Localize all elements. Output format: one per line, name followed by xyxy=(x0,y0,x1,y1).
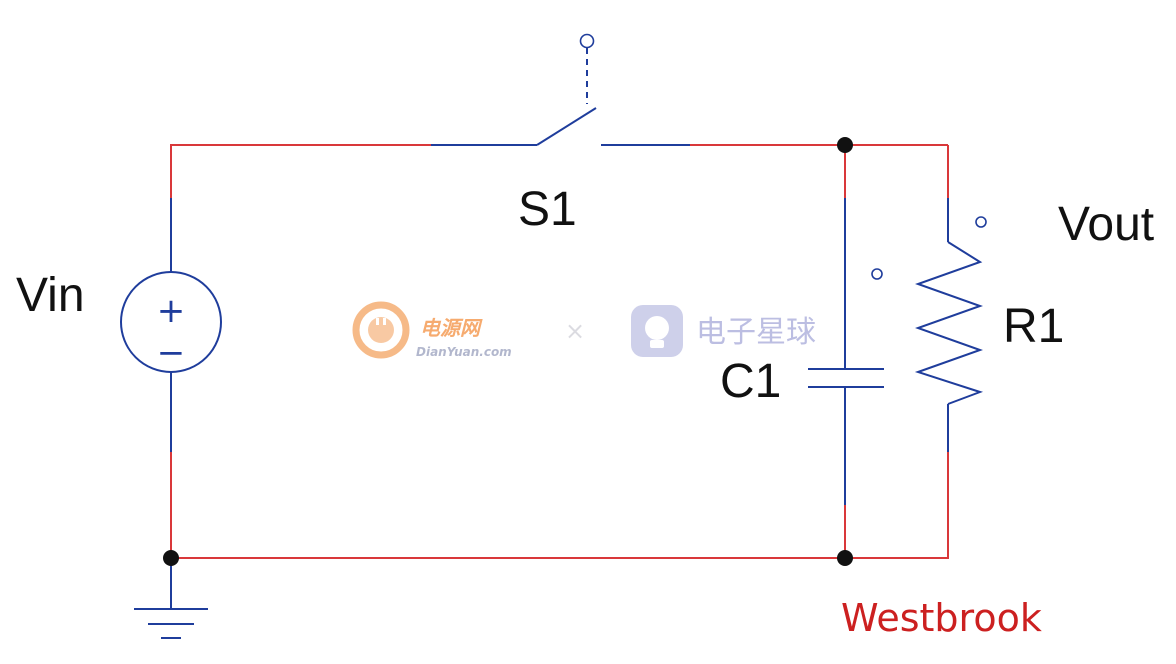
junction-node-bottom-right xyxy=(837,550,853,566)
watermark-brand1-en: DianYuan.com xyxy=(416,345,512,359)
watermark-brand2-cn: 电子星球 xyxy=(696,315,816,350)
source-plus-sign: + xyxy=(157,291,186,331)
resistor-r1 xyxy=(914,198,984,452)
electron-planet-logo-icon xyxy=(631,305,683,357)
vout-probe-marker xyxy=(975,216,987,228)
wire-left-top xyxy=(170,144,431,198)
capacitor-pin-marker xyxy=(871,268,883,280)
wires xyxy=(170,144,949,559)
capacitor-c1 xyxy=(808,198,884,505)
source-minus-sign: − xyxy=(157,333,186,373)
label-s1: S1 xyxy=(518,183,577,236)
voltage-source-vin xyxy=(120,198,222,452)
label-vout: Vout xyxy=(1058,198,1154,251)
label-vin: Vin xyxy=(16,269,85,322)
wire-left-bottom xyxy=(170,452,949,559)
label-c1: C1 xyxy=(720,355,781,408)
junction-node-bottom-left xyxy=(163,550,179,566)
credit-text: Westbrook xyxy=(841,596,1042,640)
switch-s1 xyxy=(431,33,690,146)
watermark-separator: × xyxy=(565,317,585,345)
watermark: 电源网 DianYuan.com × 电子星球 xyxy=(352,301,816,359)
dianyuan-logo-icon xyxy=(352,301,410,359)
watermark-brand1-cn: 电源网 xyxy=(420,316,483,340)
ground-symbol xyxy=(134,558,208,639)
junction-node-top xyxy=(837,137,853,153)
label-r1: R1 xyxy=(1003,300,1064,353)
